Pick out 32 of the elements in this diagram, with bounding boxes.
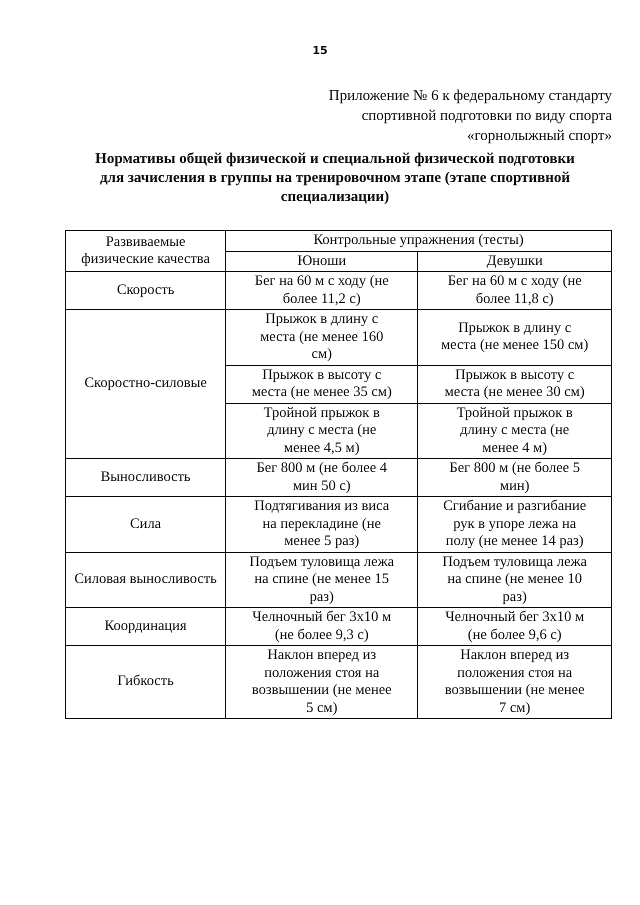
test-norm: Наклон вперед из положения стоя на возвышении (не менее 5 см) — [226, 646, 418, 718]
test-norm: Прыжок в длину с места (не менее 150 см) — [418, 310, 612, 365]
test-norm: Наклон вперед из положения стоя на возвышении (не менее 7 см) — [418, 646, 612, 718]
test-norm: Сгибание и разгибание рук в упоре лежа на полу (не менее 14 раз) — [418, 496, 612, 552]
column-header: Развиваемые физические качества — [66, 230, 226, 272]
test-norm: Челночный бег 3х10 м (не более 9,3 с) — [226, 608, 418, 646]
quality-name: Скоростно-силовые — [66, 310, 226, 458]
test-norm: Подъем туловища лежа на спине (не менее 15 раз) — [226, 552, 418, 608]
quality-name: Сила — [66, 496, 226, 552]
test-norm: Подъем туловища лежа на спине (не менее 10 раз) — [418, 552, 612, 608]
test-norm: Челночный бег 3х10 м (не более 9,6 с) — [418, 608, 612, 646]
test-norm: Прыжок в длину с места (не менее 160 см) — [226, 310, 418, 365]
test-norm: Подтягивания из виса на перекладине (не менее 5 раз) — [226, 496, 418, 552]
page-number: 15 — [311, 44, 329, 57]
test-norm: Бег на 60 м с ходу (не более 11,2 с) — [226, 272, 418, 310]
quality-name: Силовая выносливость — [66, 552, 226, 608]
column-header: Девушки — [418, 251, 612, 272]
title: Нормативы общей физической и специальной физической подготовки для зачисления в группы на тренировочном этапе (этапе спортивной специализации) — [94, 150, 576, 207]
quality-name: Скорость — [66, 272, 226, 310]
column-header: Юноши — [226, 251, 418, 272]
column-header: Контрольные упражнения (тесты) — [226, 230, 612, 251]
test-norm: Тройной прыжок в длину с места (не менее 4 м) — [418, 403, 612, 458]
quality-name: Гибкость — [66, 646, 226, 718]
test-norm: Тройной прыжок в длину с места (не менее 4,5 м) — [226, 403, 418, 458]
quality-name: Координация — [66, 608, 226, 646]
quality-name: Выносливость — [66, 458, 226, 496]
test-norm: Бег на 60 м с ходу (не более 11,8 с) — [418, 272, 612, 310]
test-norm: Прыжок в высоту с места (не менее 30 см) — [418, 365, 612, 403]
test-norm: Бег 800 м (не более 4 мин 50 с) — [226, 458, 418, 496]
test-norm: Прыжок в высоту с места (не менее 35 см) — [226, 365, 418, 403]
test-norm: Бег 800 м (не более 5 мин) — [418, 458, 612, 496]
appendix-note: Приложение № 6 к федеральному стандарту спортивной подготовки по виду спорта «горнолыжный спорт» — [328, 87, 612, 146]
